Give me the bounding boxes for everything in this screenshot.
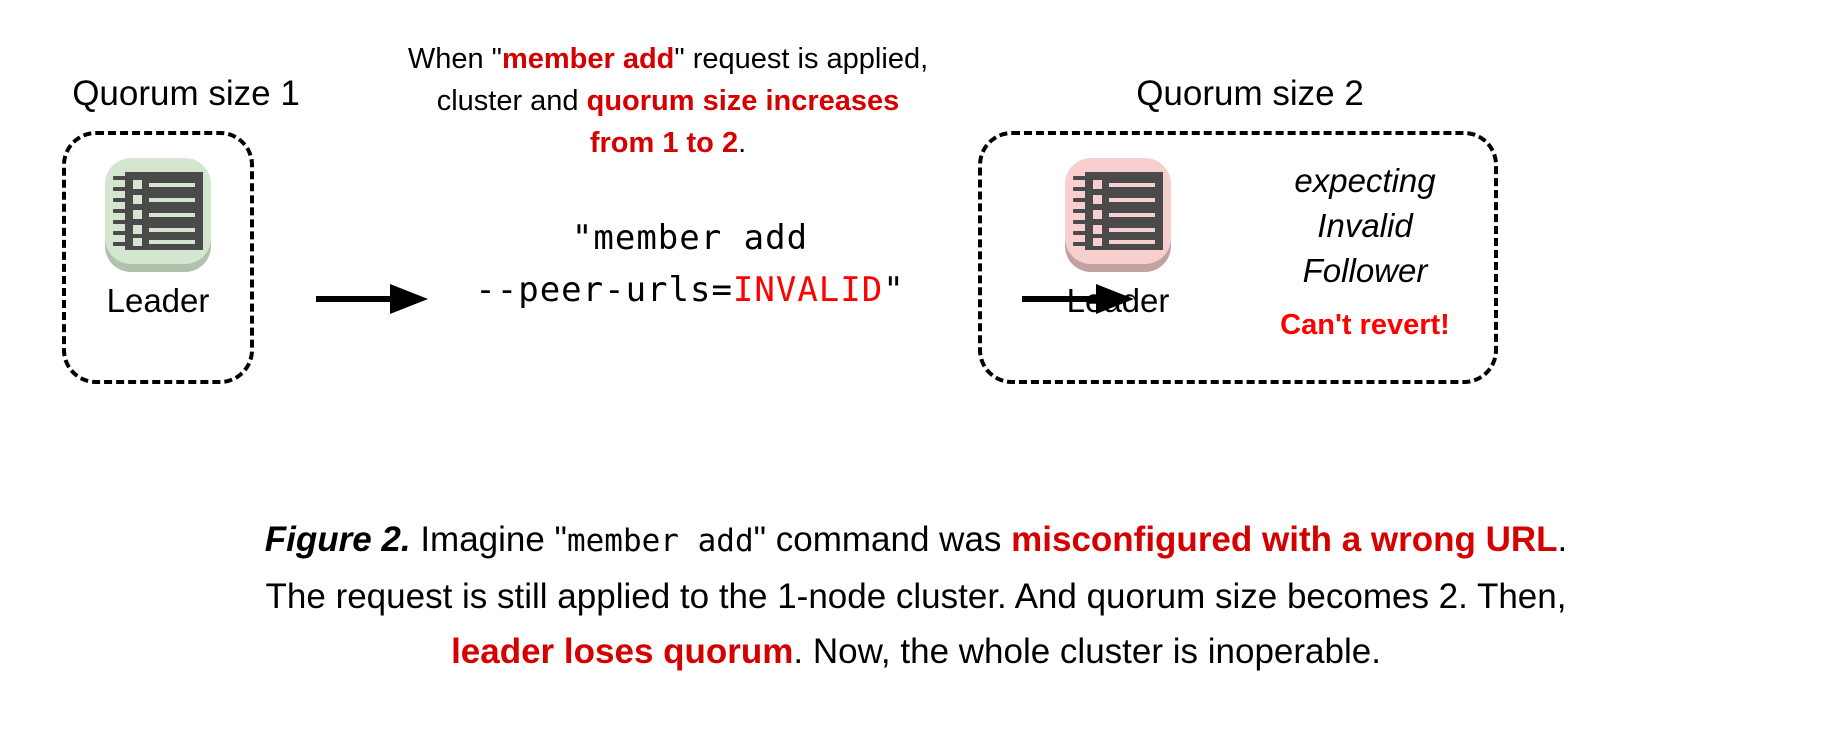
top-caption-l1a: When "	[407, 43, 502, 75]
top-caption-l3c: .	[738, 127, 747, 159]
command-invalid-value: INVALID	[732, 270, 884, 310]
caption-line-2: The request is still applied to the 1-no…	[265, 577, 1567, 616]
caption-leader-loses-quorum: leader loses quorum	[451, 632, 794, 671]
arrow-right-icon	[1022, 284, 1134, 314]
left-node-label: Leader	[106, 282, 210, 319]
top-caption-member-add: member add	[501, 43, 675, 75]
caption-line-3: leader loses quorum. Now, the whole clus…	[0, 624, 1832, 679]
caption-l1a: Imagine "	[410, 520, 567, 559]
top-caption-line-3: from 1 to 2.	[348, 122, 988, 164]
ledger-icon	[113, 172, 203, 250]
command-text-block: "member add --peer-urls=INVALID"	[440, 212, 940, 316]
top-explanation-caption: When "member add" request is applied, cl…	[348, 38, 988, 164]
command-closing-quote: "	[883, 270, 905, 310]
top-caption-l2a: cluster and	[436, 85, 587, 117]
ledger-icon	[1073, 172, 1163, 250]
right-node-icon-wrap	[1059, 152, 1177, 276]
cant-revert-warning: Can't revert!	[1280, 309, 1450, 341]
arrow-right-icon	[316, 284, 428, 314]
top-caption-from-1-to-2: from 1 to 2	[589, 127, 739, 159]
top-caption-line-1: When "member add" request is applied,	[348, 38, 988, 80]
annotation-line-3: Follower	[1302, 252, 1428, 289]
caption-mono-member-add: member add	[566, 523, 754, 559]
left-cluster-box	[62, 131, 254, 384]
left-cluster-title: Quorum size 1	[72, 74, 300, 113]
top-caption-quorum-increase: quorum size increases	[586, 85, 900, 117]
caption-line-1: Figure 2. Imagine "member add" command w…	[0, 512, 1832, 569]
right-node-label: Leader	[1066, 282, 1170, 319]
caption-l3b: . Now, the whole cluster is inoperable.	[793, 632, 1381, 671]
command-line-2: --peer-urls=INVALID"	[440, 264, 940, 316]
right-cluster-node: Leader	[1043, 152, 1193, 320]
command-line-1: "member add	[571, 218, 809, 258]
left-cluster-node: Leader	[83, 152, 233, 320]
top-caption-l1c: " request is applied,	[674, 43, 929, 75]
annotation-line-2: Invalid	[1317, 207, 1413, 244]
figure-caption: Figure 2. Imagine "member add" command w…	[0, 512, 1832, 679]
left-node-icon-wrap	[99, 152, 217, 276]
caption-misconfigured: misconfigured with a wrong URL	[1011, 520, 1558, 559]
right-cluster-annotation: expecting Invalid Follower Can't revert!	[1250, 158, 1480, 342]
figure-label: Figure 2.	[264, 520, 411, 559]
command-flag: --peer-urls=	[475, 270, 733, 310]
caption-l1c: .	[1557, 520, 1568, 559]
caption-l1b: " command was	[753, 520, 1012, 559]
top-caption-line-2: cluster and quorum size increases	[348, 80, 988, 122]
right-cluster-box	[978, 131, 1498, 384]
right-cluster-title: Quorum size 2	[1136, 74, 1364, 113]
annotation-line-1: expecting	[1294, 162, 1436, 199]
